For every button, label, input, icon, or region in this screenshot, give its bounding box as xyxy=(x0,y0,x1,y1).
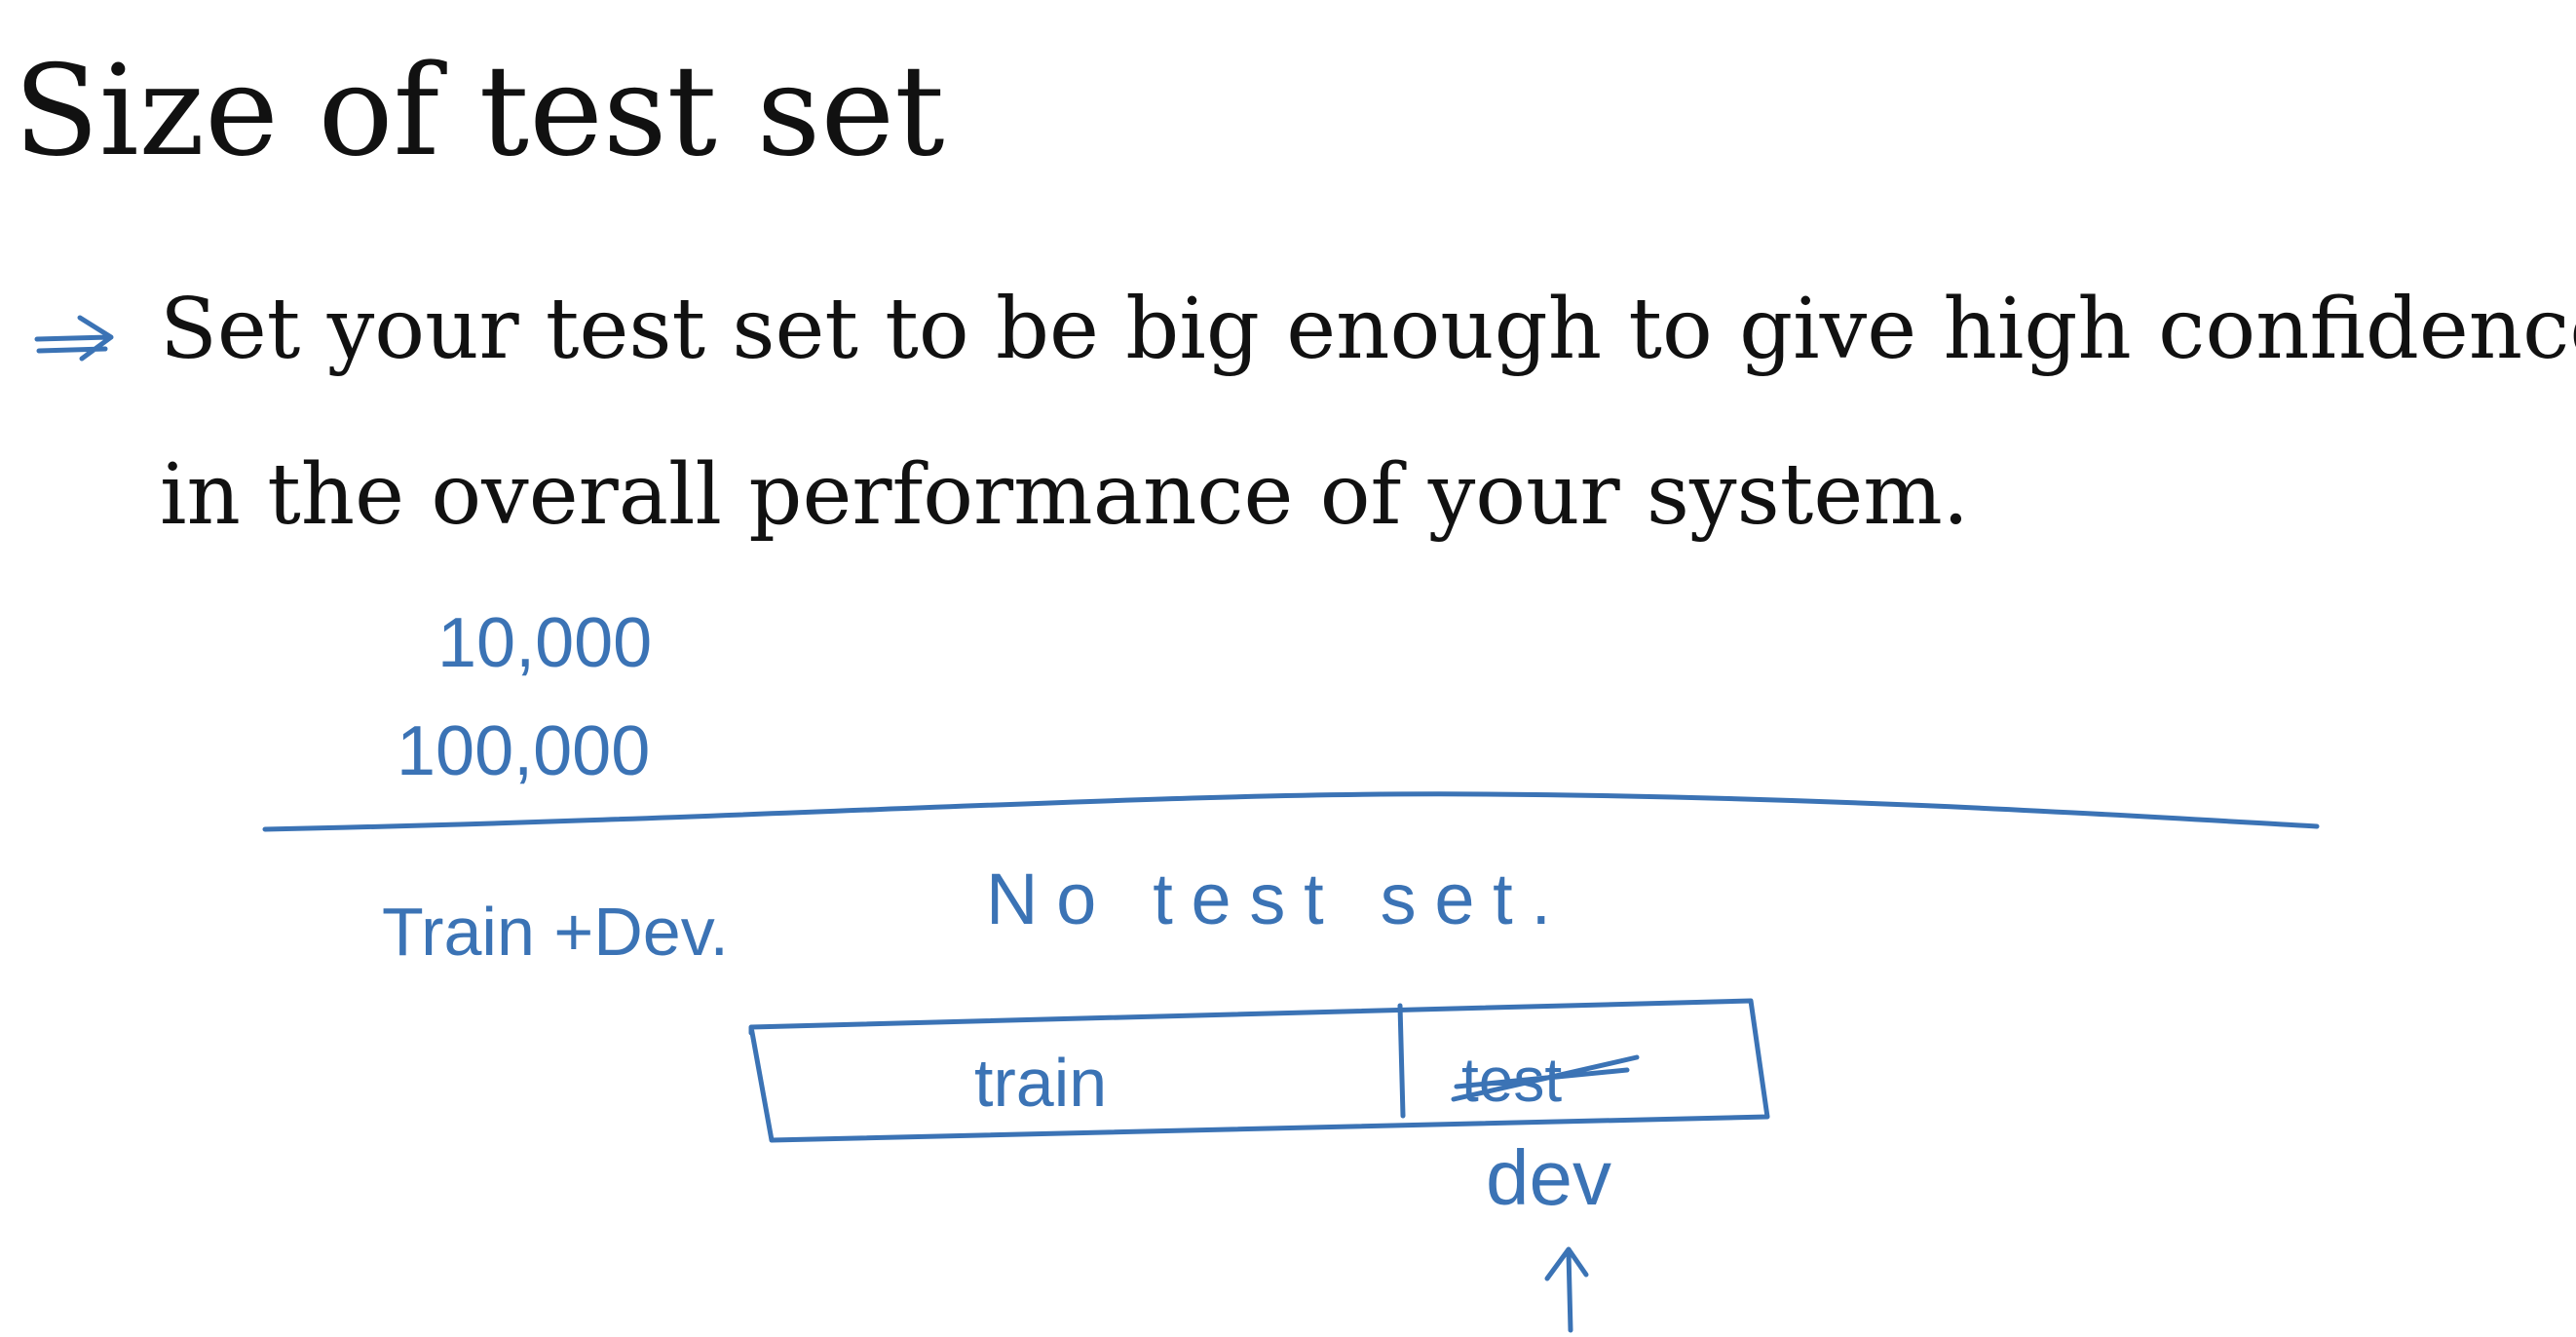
strike-through xyxy=(1451,1054,1640,1102)
number-10000: 10,000 xyxy=(437,604,652,682)
bar-label-test-struck: test xyxy=(1461,1045,1562,1115)
divider-line xyxy=(262,791,2320,832)
split-bar xyxy=(748,998,1770,1143)
label-no-test-set: No test set. xyxy=(986,859,1551,939)
bar-divider xyxy=(1397,1003,1406,1119)
arrow-right-icon xyxy=(34,315,114,362)
number-100000: 100,000 xyxy=(397,712,650,790)
bar-label-dev: dev xyxy=(1486,1134,1611,1221)
label-train-dev: Train +Dev. xyxy=(382,894,729,970)
bullet-line-2: in the overall performance of your syste… xyxy=(160,446,1970,544)
arrow-up-icon xyxy=(1544,1246,1589,1333)
bullet-line-1: Set your test set to be big enough to gi… xyxy=(160,281,2576,378)
slide-title: Size of test set xyxy=(14,39,945,184)
bar-label-train: train xyxy=(974,1045,1107,1121)
